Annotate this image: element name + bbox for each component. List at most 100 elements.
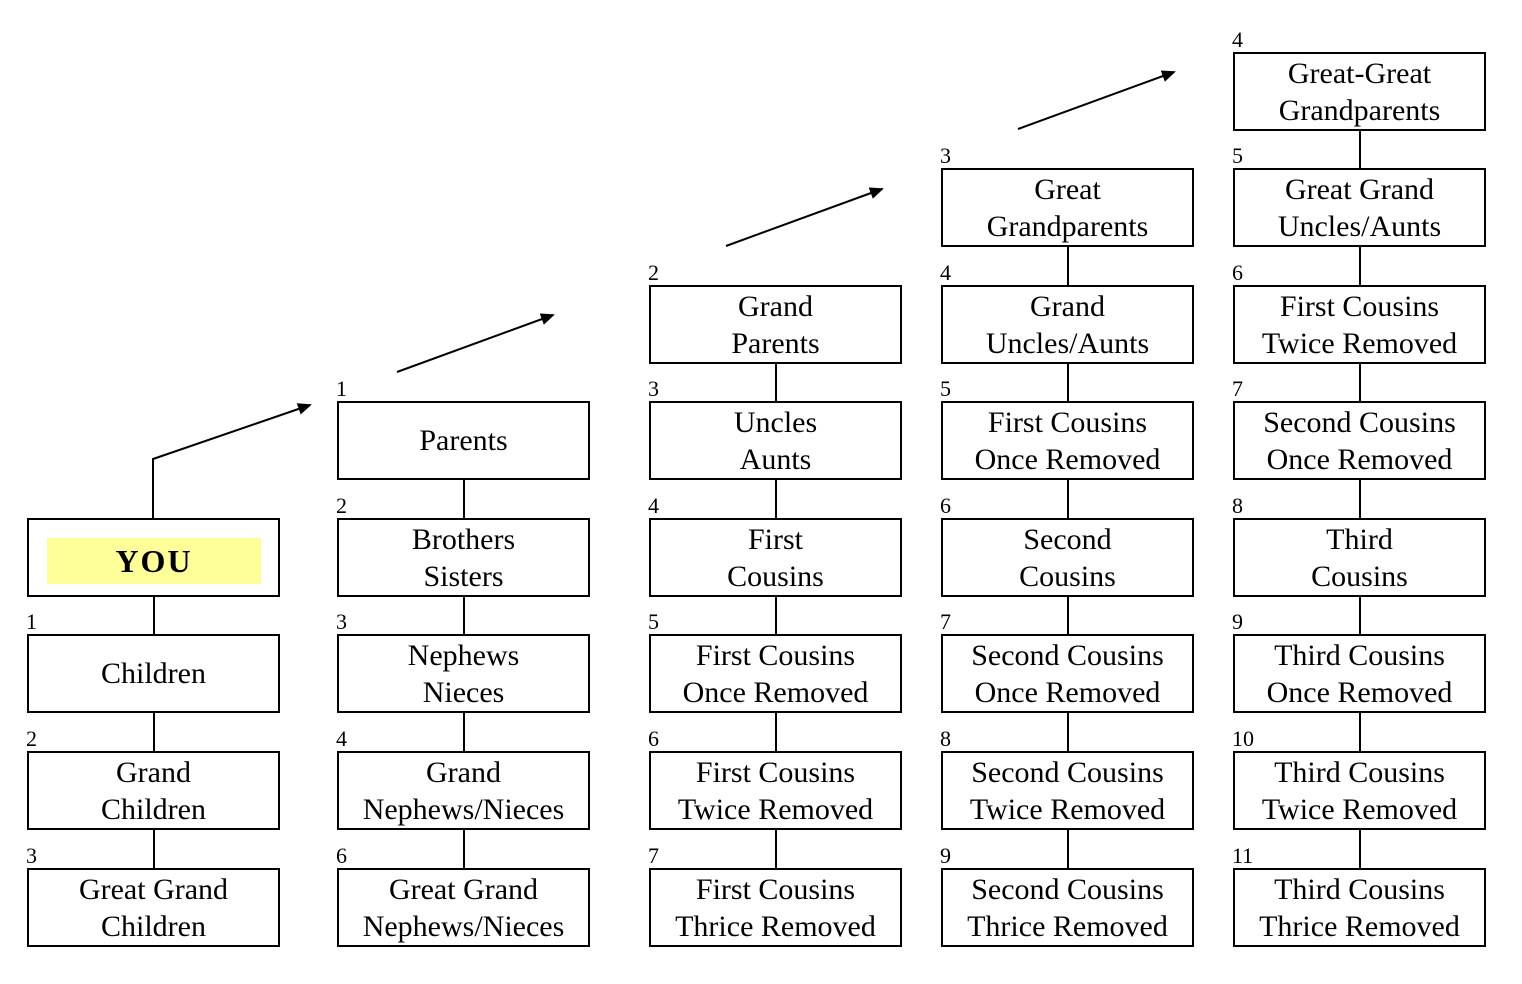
box-label-line: Third [1326,522,1393,556]
box-label-line: Once Removed [1266,675,1453,709]
row-number: 8 [1232,493,1243,518]
box-label-line: Once Removed [682,675,869,709]
connector-line [1066,247,1069,285]
box-label-line: Uncles [733,405,818,439]
box-label-line: Nephews [407,638,520,672]
box-label-line: Parents [731,326,820,360]
row-number: 3 [26,843,37,868]
box-label-line: Third Cousins [1274,638,1445,672]
row-number: 10 [1232,726,1254,751]
you-box: YOU [27,518,280,597]
connector-line [1358,247,1361,285]
row-number: 6 [1232,260,1243,285]
row-number: 9 [940,843,951,868]
row-number: 4 [648,493,659,518]
box-label-line: Twice Removed [1261,326,1458,360]
box-label-line: First [747,522,804,556]
box-label-line: Children [101,909,206,943]
box-label-line: First Cousins [987,405,1148,439]
box-label-line: Twice Removed [1261,792,1458,826]
connector-line [774,597,777,634]
generation-arrow [396,313,555,373]
box-label-line: Second Cousins [1263,405,1456,439]
connector-line [1066,597,1069,634]
generation-arrow [1017,70,1176,130]
row-number: 7 [940,609,951,634]
row-number: 5 [648,609,659,634]
box-label-line: Nephews/Nieces [362,909,565,943]
box-label-line: Grand [116,755,191,789]
box-label-line: First Cousins [1279,289,1440,323]
box-label-line: Uncles/Aunts [1277,209,1442,243]
box-label-line: Twice Removed [677,792,874,826]
box-label-line: First Cousins [695,638,856,672]
connector-line [1066,364,1069,401]
row-number: 1 [26,609,37,634]
relationship-box: Children [27,634,280,713]
connector-line [462,713,465,751]
box-label-line: Second [1023,522,1112,556]
box-label-line: Thrice Removed [675,909,876,943]
row-number: 3 [940,143,951,168]
row-number: 11 [1232,843,1254,868]
box-label-line: Cousins [727,559,824,593]
row-number: 4 [940,260,951,285]
box-label-line: Great-Great [1287,56,1432,90]
connector-line [462,480,465,518]
connector-line [1358,597,1361,634]
generation-arrow [725,187,884,247]
box-label-line: Children [101,657,206,690]
box-label-line: Grand [426,755,501,789]
row-number: 7 [648,843,659,868]
box-label-line: Sisters [423,559,504,593]
box-label-line: Nephews/Nieces [362,792,565,826]
row-number: 3 [336,609,347,634]
box-label-line: Parents [419,424,508,457]
row-number: 6 [940,493,951,518]
connector-line [774,713,777,751]
row-number: 5 [940,376,951,401]
box-label-line: Grandparents [986,209,1149,243]
row-number: 4 [1232,27,1243,52]
box-label-line: Once Removed [974,675,1161,709]
you-label: YOU [47,538,261,584]
connector-line [774,364,777,401]
box-label-line: Grand [738,289,813,323]
connector-line [152,830,155,868]
row-number: 2 [336,493,347,518]
row-number: 4 [336,726,347,751]
connector-line [1358,830,1361,868]
row-number: 9 [1232,609,1243,634]
box-label-line: Second Cousins [971,638,1164,672]
row-number: 3 [648,376,659,401]
box-label-line: Once Removed [1266,442,1453,476]
connector-line [1358,713,1361,751]
box-label-line: Second Cousins [971,872,1164,906]
connector-line [774,830,777,868]
row-number: 2 [648,260,659,285]
box-label-line: First Cousins [695,872,856,906]
box-label-line: Children [101,792,206,826]
row-number: 7 [1232,376,1243,401]
box-label-line: Aunts [739,442,812,476]
